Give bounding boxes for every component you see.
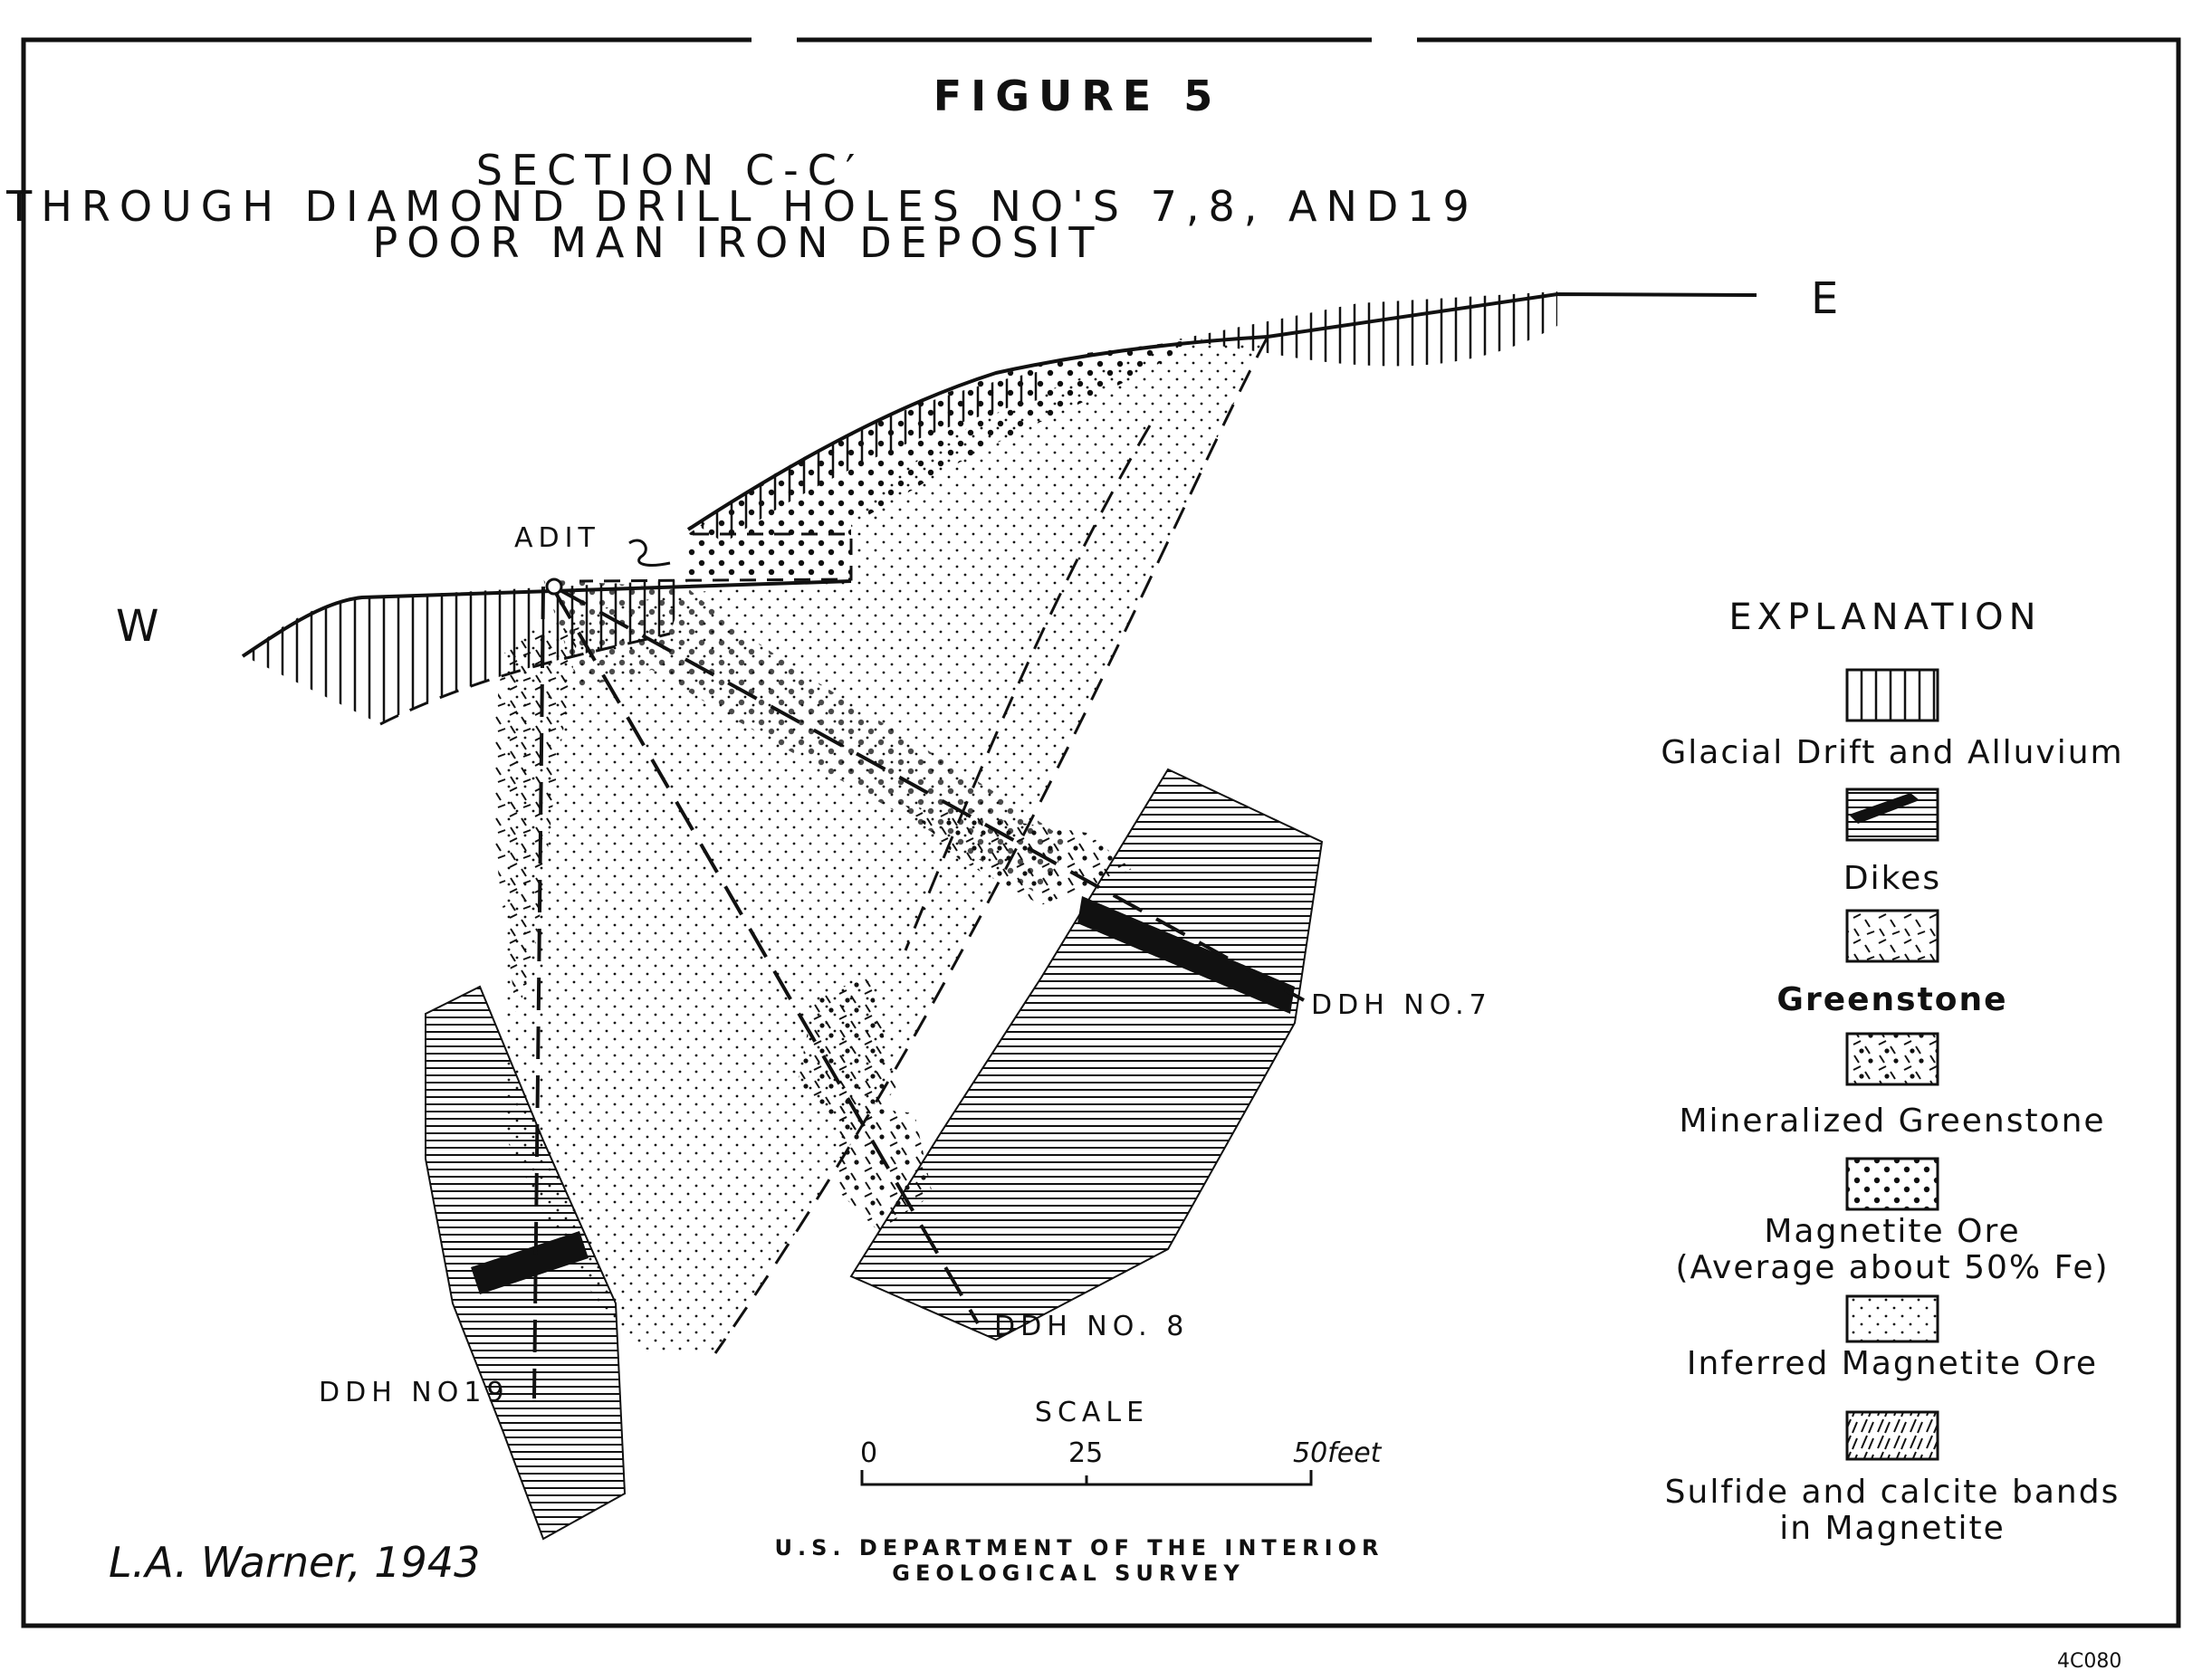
mineralized-greenstone-zone [905, 806, 1132, 905]
figure-border [21, 37, 2181, 1628]
top-border-gap-2 [1372, 33, 1417, 49]
dike-ddh7 [849, 768, 1324, 1341]
legend-swatch-dikes-band [1849, 793, 1920, 824]
glacial-drift-west [244, 579, 688, 724]
adit-label: ADIT [514, 522, 600, 554]
adit-outline [579, 532, 853, 583]
legend-label-mineralized-greenstone: Mineralized Greenstone [1679, 1102, 2105, 1140]
deposit-name: POOR MAN IRON DEPOSIT [373, 218, 1104, 267]
scale-tick-50: 50feet [1293, 1437, 1383, 1469]
scale-tick-0: 0 [860, 1437, 877, 1469]
glacial-drift-slope [697, 371, 1046, 543]
sulfide-band-ddh7 [1077, 896, 1295, 1014]
glacial-drift-east [1177, 291, 1557, 367]
legend-swatch-mineralized-greenstone [1845, 1032, 1939, 1086]
legend-label-sulfide-bands-2: in Magnetite [1779, 1510, 2006, 1547]
drift-base-west [379, 632, 671, 726]
legend-label-greenstone: Greenstone [1776, 981, 2007, 1018]
scale-bar [860, 1470, 1313, 1486]
legend-label-sulfide-bands: Sulfide and calcite bands [1665, 1474, 2121, 1511]
scale-title: SCALE [1035, 1397, 1149, 1428]
legend-title: EXPLANATION [1728, 597, 2041, 638]
drill-collar [545, 578, 563, 596]
top-border-gap-1 [752, 33, 797, 49]
legend-swatch-glacial-drift [1845, 668, 1939, 722]
agency-line-2: GEOLOGICAL SURVEY [892, 1561, 1244, 1586]
agency-line-1: U.S. DEPARTMENT OF THE INTERIOR [775, 1535, 1384, 1561]
sulfide-band-ddh19 [471, 1231, 589, 1294]
scale-tick-25: 25 [1068, 1437, 1103, 1469]
legend-label-inferred-ore: Inferred Magnetite Ore [1687, 1345, 2098, 1382]
inferred-ore-boundary [713, 336, 1269, 1354]
ground-surface [241, 291, 1757, 658]
legend-swatch-sulfide-bands [1845, 1410, 1939, 1461]
legend-swatch-greenstone [1845, 909, 1939, 963]
section-title: SECTION C-C′ [476, 146, 865, 195]
inferred-magnetite-ore [507, 337, 1268, 1353]
ddh7-label: DDH NO.7 [1311, 989, 1492, 1021]
legend-swatch-magnetite-ore [1845, 1157, 1939, 1211]
ddh8-label: DDH NO. 8 [994, 1311, 1189, 1342]
drill-hole-8 [552, 588, 980, 1325]
ddh19-label: DDH NO19 [319, 1377, 510, 1408]
legend-swatch-inferred-ore [1845, 1294, 1939, 1343]
legend-label-magnetite-ore: Magnetite Ore [1764, 1213, 2020, 1250]
author-credit: L.A. Warner, 1943 [109, 1538, 480, 1587]
figure-code: 4C080 [2057, 1650, 2121, 1673]
legend-label-dikes: Dikes [1843, 860, 1941, 897]
adit-arrow [628, 539, 671, 567]
section-subtitle: THROUGH DIAMOND DRILL HOLES NO'S 7,8, AN… [5, 182, 1479, 231]
figure-number: FIGURE 5 [933, 72, 1222, 120]
mineralized-greenstone-lower [797, 978, 896, 1141]
greenstone-wedge [493, 625, 579, 1014]
legend-label-magnetite-average: (Average about 50% Fe) [1675, 1249, 2109, 1286]
legend-label-glacial-drift: Glacial Drift and Alluvium [1661, 734, 2123, 771]
east-label: E [1811, 273, 1838, 324]
drill-hole-7 [556, 587, 1305, 1002]
inferred-ore-boundary-inner [904, 425, 1152, 951]
west-label: W [116, 601, 158, 652]
magnetite-ore-upper [688, 339, 1195, 579]
drill-hole-19 [532, 586, 545, 1399]
